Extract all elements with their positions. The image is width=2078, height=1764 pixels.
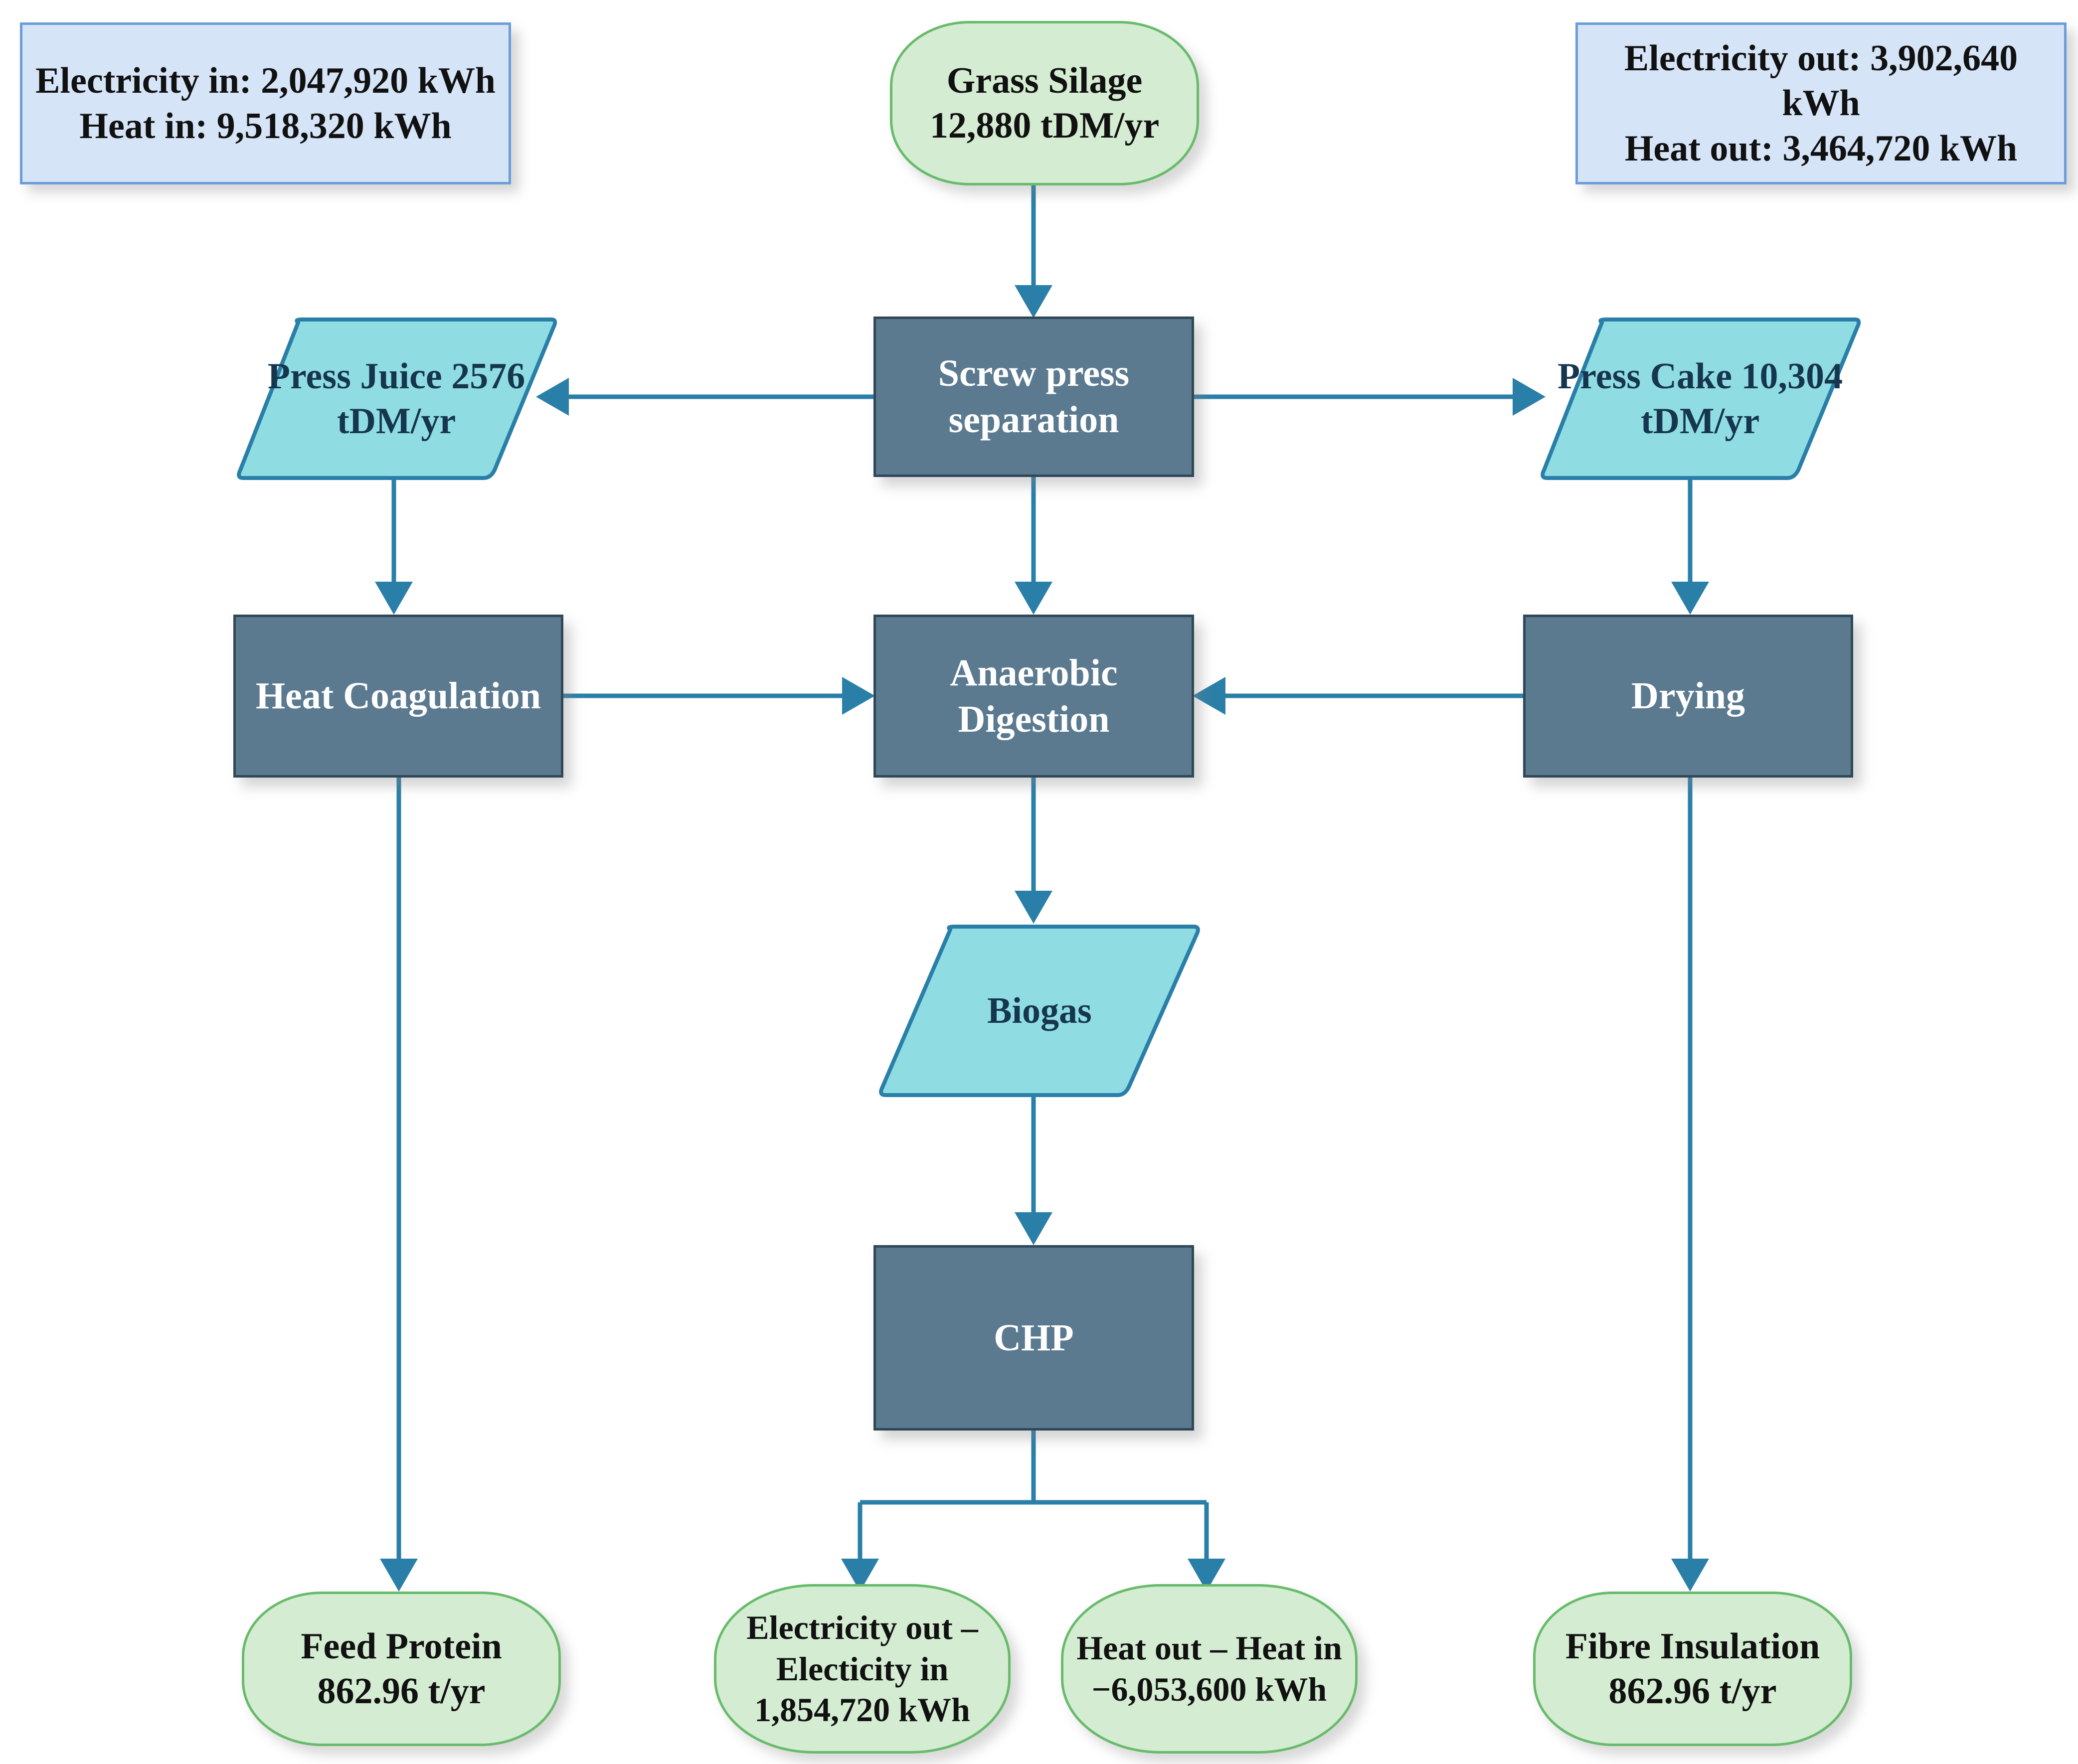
- arrowhead-drying-to-fibreinsulation: [1671, 1559, 1709, 1592]
- arrowhead-grass-to-screwpress: [1015, 285, 1052, 318]
- node-screw-press-separation[interactable]: Screw press separation: [873, 317, 1194, 477]
- feed-protein-label: Feed Protein: [301, 1625, 502, 1667]
- node-heat-balance[interactable]: Heat out – Heat in −6,053,600 kWh: [1061, 1584, 1358, 1754]
- arrowhead-anaerobic-to-biogas: [1015, 891, 1052, 924]
- inputs-heat-line: Heat in: 9,518,320 kWh: [79, 105, 452, 147]
- node-fibre-insulation[interactable]: Fibre Insulation 862.96 t/yr: [1533, 1592, 1852, 1746]
- grass-silage-label: Grass Silage: [946, 60, 1143, 101]
- node-feed-protein[interactable]: Feed Protein 862.96 t/yr: [242, 1592, 561, 1746]
- press-juice-shape: [237, 318, 557, 480]
- node-heat-coagulation[interactable]: Heat Coagulation: [233, 615, 563, 778]
- screw-press-label-line2: separation: [948, 399, 1119, 441]
- node-press-juice[interactable]: Press Juice 2576 tDM/yr: [234, 317, 558, 481]
- arrowhead-biogas-to-chp: [1015, 1212, 1052, 1245]
- drying-label: Drying: [1631, 675, 1745, 717]
- inputs-electricity-line: Electricity in: 2,047,920 kWh: [35, 60, 496, 102]
- arrowhead-screwpress-to-anaerobic: [1015, 582, 1052, 615]
- inputs-info-box: Electricity in: 2,047,920 kWh Heat in: 9…: [20, 22, 511, 184]
- node-press-cake[interactable]: Press Cake 10,304 tDM/yr: [1538, 317, 1862, 481]
- feed-protein-value: 862.96 t/yr: [317, 1671, 486, 1712]
- arrowhead-drying-to-anaerobic: [1193, 677, 1225, 715]
- node-chp[interactable]: CHP: [873, 1245, 1194, 1431]
- node-biogas[interactable]: Biogas: [877, 924, 1202, 1098]
- fibre-insulation-label: Fibre Insulation: [1565, 1625, 1820, 1667]
- grass-silage-value: 12,880 tDM/yr: [929, 105, 1160, 146]
- press-cake-shape: [1541, 318, 1861, 480]
- screw-press-label-line1: Screw press: [938, 352, 1130, 395]
- electricity-balance-line1: Electricity out –: [746, 1608, 978, 1646]
- electricity-balance-line2: Electicity in: [776, 1649, 949, 1688]
- arrowhead-pressjuice-to-heatcoagulation: [375, 582, 413, 615]
- arrowhead-heatcoagulation-to-feedprotein: [380, 1559, 418, 1592]
- outputs-heat-line: Heat out: 3,464,720 kWh: [1624, 128, 2018, 169]
- heat-balance-value: −6,053,600 kWh: [1091, 1670, 1327, 1708]
- electricity-balance-value: 1,854,720 kWh: [754, 1691, 970, 1729]
- node-electricity-balance[interactable]: Electricity out – Electicity in 1,854,72…: [714, 1584, 1011, 1754]
- arrowhead-presscake-to-drying: [1671, 582, 1709, 615]
- anaerobic-digestion-label: Anaerobic Digestion: [950, 651, 1118, 740]
- outputs-info-box: Electricity out: 3,902,640 kWh Heat out:…: [1575, 22, 2067, 184]
- heat-coagulation-label: Heat Coagulation: [255, 675, 541, 717]
- node-grass-silage[interactable]: Grass Silage 12,880 tDM/yr: [890, 21, 1199, 185]
- arrowhead-heatcoagulation-to-anaerobic: [842, 677, 875, 715]
- biogas-shape: [879, 925, 1200, 1097]
- node-anaerobic-digestion[interactable]: Anaerobic Digestion: [873, 615, 1194, 778]
- heat-balance-line1: Heat out – Heat in: [1076, 1629, 1342, 1667]
- fibre-insulation-value: 862.96 t/yr: [1608, 1671, 1777, 1712]
- outputs-electricity-line: Electricity out: 3,902,640 kWh: [1624, 38, 2018, 124]
- chp-label: CHP: [994, 1316, 1074, 1359]
- node-drying[interactable]: Drying: [1523, 615, 1853, 778]
